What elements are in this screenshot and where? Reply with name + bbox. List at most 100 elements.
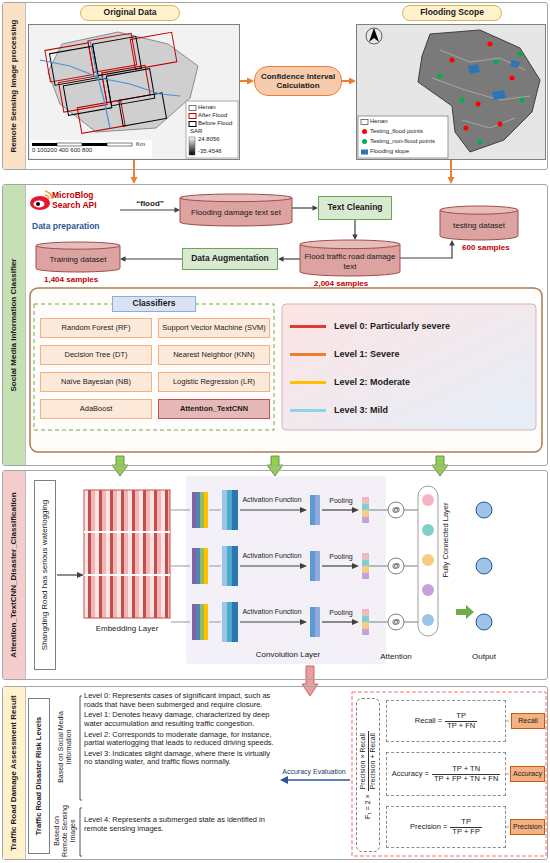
process-box: Text Cleaning [318,196,392,220]
non-flood-point [520,98,525,103]
connector [342,78,356,85]
scale-bar [82,143,107,146]
classifier-box: Logistic Regression (LR) [158,372,270,392]
connector-line [292,207,315,208]
level-description: Level 1: Denotes heavy damage, character… [84,711,274,728]
level-description: Level 0: Represents cases of significant… [84,692,274,709]
arrow-line [286,779,350,781]
embedding-matrix [84,490,170,618]
layer-name: Attention [374,652,418,661]
fraction-denominator: TP + FN [445,722,477,731]
map-text: Km [136,141,145,148]
level-description: Level 3: Indicates slight damage, where … [84,750,274,767]
legend-swatch [290,353,326,356]
map-text: Henan [198,104,216,111]
sar-ramp [189,137,195,155]
scale-bar [107,143,132,146]
section-panel: Remote Sensing Image processing Original … [2,2,548,170]
output-neuron [476,558,492,574]
legend-swatch [189,122,196,127]
cylinder-top [180,194,292,202]
legend-text: Level 2: Moderate [334,377,410,387]
level-panel [282,304,536,430]
flood-point [476,102,481,107]
section-band: Attention_TextCNN_Disaster_Classificatio… [3,471,26,679]
arrow-head [77,572,84,578]
arrow-line [57,574,79,575]
classifier-box: Support Vector Machine (SVM) [158,318,270,338]
operation-label: Activation Function [240,552,304,560]
fraction-denominator: Precision + Recall [369,731,377,791]
terrain-texture [440,50,525,70]
non-flood-point [518,52,523,57]
node-text: testing dataset [440,221,518,230]
category-box: Traffic Road Disaster Risk Levels [28,698,50,854]
dataset-cylinder: Flooding damage text set [180,194,292,226]
node-text: Original Data [104,8,157,18]
tile-before [63,78,112,115]
flow-arrow [456,605,474,619]
weibo-icon [30,196,50,210]
classifier-box: AdaBoost [40,399,152,419]
operation-label: Pooling [322,609,360,617]
arrow-head [448,177,455,184]
formula-text: Recall = [415,717,442,726]
classifier-group [34,304,274,430]
node-text: Naïve Bayesian (NB) [61,378,131,387]
map-frame: HenanAfter FloodBefore FloodSAR24.8056-3… [28,24,240,160]
scale-ground [30,140,152,158]
node-text: Flooding damage text set [180,208,292,217]
node-text: Attention_TextCNN [180,405,248,414]
embedding-gap [84,531,170,533]
legend-swatch [361,150,368,155]
section-title: Social Media Information Classifier [9,255,18,396]
classifier-frame [30,288,542,452]
tile-before [119,93,167,126]
header-pill: Original Data [80,5,180,21]
rotated-frame: Based on Remote Sensing Images [52,804,78,858]
map-ground [28,24,240,160]
node-text: Training dataset [36,255,120,264]
connector [120,256,182,262]
connector [292,205,318,211]
map-text: Testing_flood points [370,128,423,135]
node-text: Nearest Neighbor (KNN) [173,351,255,360]
legend-item: Level 1: Severe [290,340,530,368]
node-text: Precision [513,823,542,831]
neuron [422,524,434,536]
classifier-box: Nearest Neighbor (KNN) [158,345,270,365]
connector-line [123,258,182,259]
scale-bar [32,143,57,146]
connector [131,160,138,184]
rotated-frame: Shangding Road has serious waterlogging [35,481,55,669]
node-text: Recall [518,717,537,725]
group-header: Classifiers [112,296,196,312]
connector [120,207,180,213]
map-frame: HenanTesting_flood pointsTesting_non-flo… [356,24,546,160]
weibo-icon [45,195,49,199]
rotated-frame: Traffic Road Damage Assessment Result [3,687,25,859]
operation-label: Activation Function [240,608,304,616]
arrow-head [120,256,126,262]
legend-text: Level 3: Mild [334,405,388,415]
layer-name: Output [466,652,502,661]
formula-text: F₁ = 2 × [364,794,372,819]
section-band: Remote Sensing Image processing [3,3,26,169]
fraction: TPTP + FN [445,712,477,730]
fraction-numerator: Precision × Recall [359,731,368,791]
connector-line [400,243,452,258]
sample-count: 600 samples [462,243,526,252]
sample-count: 2,004 samples [314,279,388,288]
cnn-row [171,546,418,586]
fraction-numerator: TP + TN [432,765,500,775]
fraction-numerator: TP [450,818,482,828]
section-title: Traffic Road Damage Assessment Result [9,691,18,854]
operation-label: Pooling [322,553,360,561]
output-neuron [476,614,492,630]
arrow-head [175,207,181,213]
node-text: Shangding Road has serious waterlogging [40,497,49,653]
flow-arrow [112,456,128,476]
cylinder-top [440,206,518,214]
fraction-denominator: TP + FP [450,828,482,837]
